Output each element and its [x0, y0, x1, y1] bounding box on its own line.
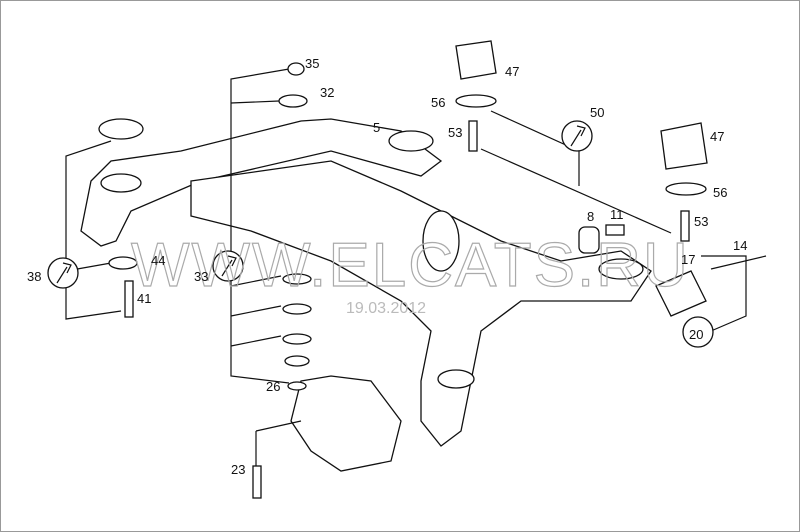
part-label-56: 56: [431, 95, 445, 110]
rear-subframe: [80, 118, 652, 472]
part-label-11: 11: [610, 207, 624, 222]
part-label-38: 38: [27, 269, 41, 284]
part-label-8: 8: [587, 209, 594, 224]
watermark: WWW.ELCATS.RU: [131, 231, 690, 300]
part-label-50: 50: [590, 105, 604, 120]
part-label-35: 35: [305, 56, 319, 71]
wrench-icon: [212, 250, 244, 282]
part-label-32: 32: [320, 85, 334, 100]
date-stamp: 19.03.2012: [346, 300, 426, 317]
part-label-26: 26: [266, 379, 280, 394]
part-label-56: 56: [713, 185, 727, 200]
part-label-47: 47: [710, 129, 724, 144]
part-label-47: 47: [505, 64, 519, 79]
part-label-53: 53: [448, 125, 462, 140]
part-label-23: 23: [231, 462, 245, 477]
wrench-icon: [47, 257, 79, 289]
part-label-41: 41: [137, 291, 151, 306]
wrench-icon: [561, 120, 593, 152]
circled-label-20: [682, 316, 714, 348]
part-label-33: 33: [194, 269, 208, 284]
part-label-20: 20: [689, 327, 703, 342]
part-label-14: 14: [733, 238, 747, 253]
wrench-icons: [47, 120, 714, 348]
part-label-44: 44: [151, 253, 165, 268]
part-label-53: 53: [694, 214, 708, 229]
part-label-17: 17: [681, 252, 695, 267]
part-label-5: 5: [373, 120, 380, 135]
small-parts: [98, 40, 767, 499]
